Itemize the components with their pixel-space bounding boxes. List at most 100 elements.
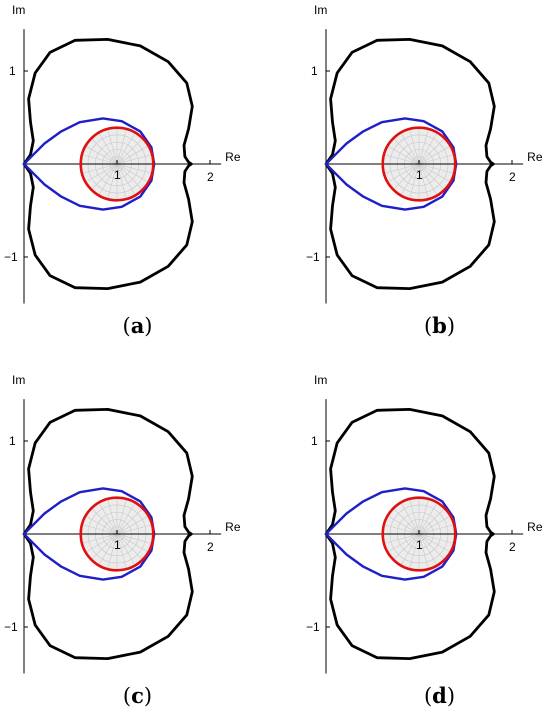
- red-circle: [381, 126, 457, 202]
- disk-grid-spoke: [393, 138, 420, 165]
- disk-grid-spoke: [418, 128, 429, 165]
- disk-grid-spoke: [387, 163, 420, 183]
- disk-grid-spoke: [85, 163, 118, 183]
- disk-grid-spoke: [409, 163, 420, 200]
- disk-grid-spoke: [418, 533, 451, 553]
- x-axis-label: Re: [225, 520, 241, 534]
- disk-grid-spoke: [116, 515, 149, 535]
- disk-grid-spoke: [418, 163, 445, 190]
- disk-grid-spoke: [393, 163, 420, 190]
- disk-grid-spoke: [107, 128, 118, 165]
- y-tick-label: −1: [4, 620, 18, 634]
- outer-curve: [324, 38, 496, 290]
- y-tick-label: −1: [306, 620, 320, 634]
- caption-label: c: [131, 683, 144, 708]
- disk-grid-spoke: [418, 508, 445, 535]
- y-tick-label: 1: [311, 64, 318, 78]
- disk-grid-spoke: [116, 508, 143, 535]
- disk-grid-spoke: [116, 533, 153, 544]
- x-tick-label: 2: [509, 540, 516, 554]
- y-tick-label: −1: [306, 250, 320, 264]
- disk-grid-spoke: [418, 533, 429, 570]
- disk-grid-spoke: [107, 163, 118, 200]
- disk-grid-spoke: [383, 154, 420, 165]
- disk-grid-spoke: [116, 502, 136, 535]
- outer-curve: [22, 38, 194, 290]
- disk-grid-spoke: [116, 163, 127, 200]
- disk-grid-spoke: [91, 163, 118, 190]
- disk-grid-spoke: [116, 163, 149, 183]
- disk-grid-spoke: [116, 163, 143, 190]
- disk-grid-spoke: [81, 533, 118, 544]
- disk-grid-spoke: [91, 533, 118, 560]
- disk-grid-spoke: [409, 128, 420, 165]
- disk-grid-spoke: [116, 533, 136, 566]
- x-tick-label: 2: [207, 170, 214, 184]
- panel-caption: (a): [122, 313, 153, 338]
- disk-grid-spoke: [400, 533, 420, 566]
- x-axis-label: Re: [527, 150, 543, 164]
- disk-grid-spoke: [418, 498, 429, 535]
- x-tick-label: 1: [416, 538, 423, 552]
- disk-grid-spoke: [418, 515, 451, 535]
- disk-grid-spoke: [393, 508, 420, 535]
- disk-grid-spoke: [116, 163, 153, 174]
- disk-grid-spoke: [400, 132, 420, 165]
- disk-grid-spoke: [418, 163, 455, 174]
- disk-grid-spoke: [98, 533, 118, 566]
- red-circle: [381, 496, 457, 572]
- disk-grid-spoke: [418, 154, 455, 165]
- disk-grid-spoke: [418, 524, 455, 535]
- disk-grid-spoke: [116, 498, 127, 535]
- disk-grid-spoke: [116, 533, 127, 570]
- y-tick-label: 1: [9, 64, 16, 78]
- disk-grid-spoke: [107, 498, 118, 535]
- disk-grid-spoke: [81, 163, 118, 174]
- disk-grid-spoke: [418, 502, 438, 535]
- y-tick-label: 1: [311, 434, 318, 448]
- disk-grid-spoke: [418, 138, 445, 165]
- disk-grid-spoke: [116, 524, 153, 535]
- disk-grid-spoke: [418, 533, 455, 544]
- y-axis-label: Im: [314, 373, 327, 387]
- y-axis-label: Im: [12, 3, 25, 17]
- x-tick-label: 1: [416, 168, 423, 182]
- panel-caption: (b): [423, 313, 456, 338]
- disk-grid-spoke: [418, 163, 438, 196]
- outer-curve: [324, 408, 496, 660]
- disk-grid-spoke: [400, 502, 420, 535]
- disk-grid-spoke: [116, 132, 136, 165]
- outer-curve: [22, 408, 194, 660]
- disk-grid-spoke: [81, 524, 118, 535]
- disk-grid-spoke: [98, 132, 118, 165]
- disk-grid-spoke: [116, 154, 153, 165]
- disk-grid-spoke: [418, 163, 429, 200]
- disk-grid-spoke: [116, 128, 127, 165]
- disk-grid-spoke: [116, 163, 136, 196]
- disk-grid-spoke: [387, 533, 420, 553]
- disk-grid-spoke: [383, 533, 420, 544]
- disk-grid-spoke: [116, 138, 143, 165]
- x-tick-label: 1: [114, 168, 121, 182]
- y-tick-label: −1: [4, 250, 18, 264]
- disk-grid-spoke: [387, 145, 420, 165]
- x-tick-label: 1: [114, 538, 121, 552]
- disk-grid-spoke: [85, 145, 118, 165]
- x-axis-label: Re: [527, 520, 543, 534]
- disk-grid-spoke: [116, 145, 149, 165]
- y-axis-label: Im: [314, 3, 327, 17]
- y-tick-label: 1: [9, 434, 16, 448]
- disk-grid-spoke: [387, 515, 420, 535]
- disk-grid-spoke: [116, 533, 143, 560]
- disk-grid-spoke: [81, 154, 118, 165]
- panel-caption: (c): [122, 683, 153, 708]
- disk-grid-spoke: [418, 132, 438, 165]
- y-axis-label: Im: [12, 373, 25, 387]
- panel-caption: (d): [423, 683, 456, 708]
- disk-grid-spoke: [418, 533, 438, 566]
